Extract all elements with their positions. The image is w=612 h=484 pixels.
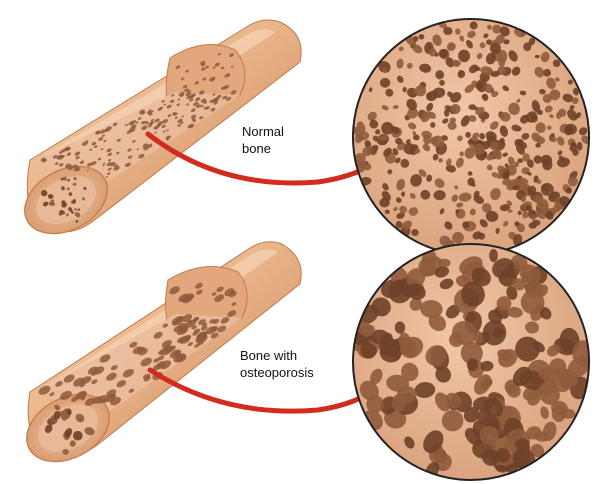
normal-bone-pores	[40, 53, 237, 223]
normal-bone-label: Normal bone	[242, 124, 288, 156]
osteoporosis-bone-magnified-view	[352, 243, 590, 481]
osteoporosis-bone-label: Bone with osteoporosis	[240, 348, 314, 380]
osteoporosis-bone-label-line2: osteoporosis	[240, 365, 314, 380]
osteoporosis-bone-panel: Bone with osteoporosis	[26, 241, 590, 481]
normal-bone-magnified-view	[352, 18, 590, 256]
normal-bone-panel: Normal bone	[24, 18, 590, 256]
normal-bone-magnified-pores	[353, 21, 589, 254]
osteoporosis-bone-magnified-pores	[353, 249, 589, 478]
osteoporosis-bone-label-line1: Bone with	[240, 348, 297, 363]
osteoporosis-bone-pores	[38, 282, 237, 455]
normal-bone-label-line2: bone	[242, 141, 271, 156]
normal-bone-label-line1: Normal	[242, 124, 284, 139]
